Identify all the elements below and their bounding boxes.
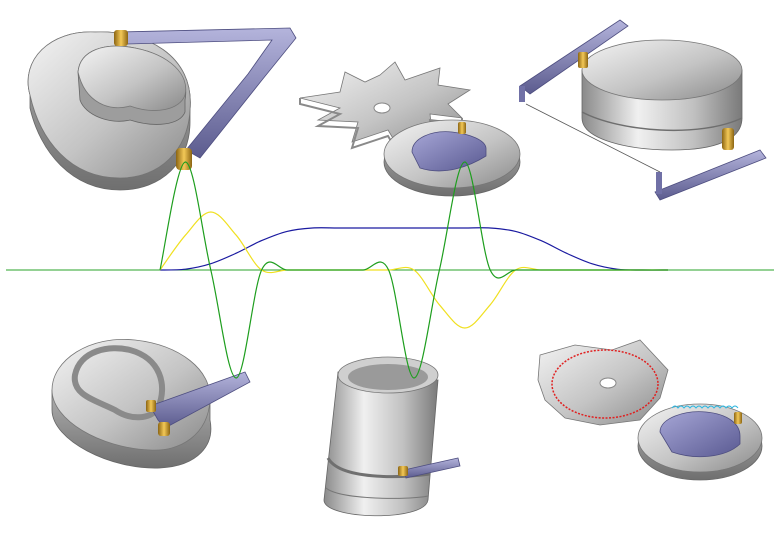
upper-lever-tip xyxy=(519,86,525,102)
follower-pivot xyxy=(114,30,128,46)
upper-roller xyxy=(578,52,588,68)
barrel-roller xyxy=(398,466,408,476)
connecting-string xyxy=(525,103,661,173)
displacement-curve xyxy=(159,227,669,271)
face-cam-roller xyxy=(146,400,156,412)
index-cam-pin xyxy=(734,412,742,424)
face-cam-pivot xyxy=(158,422,170,436)
cyan-profile xyxy=(671,405,739,409)
cam-lobe xyxy=(411,131,487,172)
face-cam-follower-arm xyxy=(149,371,251,429)
lower-roller xyxy=(722,128,734,150)
upper-lever-arm xyxy=(519,19,629,95)
cylinder-groove xyxy=(581,111,743,132)
barrel-seam xyxy=(325,487,429,499)
cylinder-top xyxy=(581,39,743,101)
red-profile xyxy=(551,349,659,419)
star-wheel-mechanism xyxy=(299,61,521,197)
barrel-top-hole xyxy=(348,364,428,390)
index-cam-lobe xyxy=(659,411,741,457)
grooved-face-cam xyxy=(51,338,251,469)
lower-lever-tip xyxy=(656,172,662,194)
acceleration-curve xyxy=(159,161,668,379)
motion-diagram xyxy=(6,161,774,379)
disk-cam-oscillating-follower xyxy=(27,27,297,191)
cylinder-cam-lever-arms xyxy=(519,19,767,201)
cam-pin xyxy=(458,122,466,134)
index-hub xyxy=(599,377,617,389)
star-wheel-side xyxy=(299,98,463,159)
indexing-cam-profiles xyxy=(537,339,763,481)
lower-lever-arm xyxy=(654,149,767,201)
follower-arm xyxy=(119,27,297,159)
cam-profile-top xyxy=(77,45,187,111)
barrel-body xyxy=(323,371,439,517)
star-wheel-hub xyxy=(373,102,391,114)
barrel-cam xyxy=(323,356,461,517)
